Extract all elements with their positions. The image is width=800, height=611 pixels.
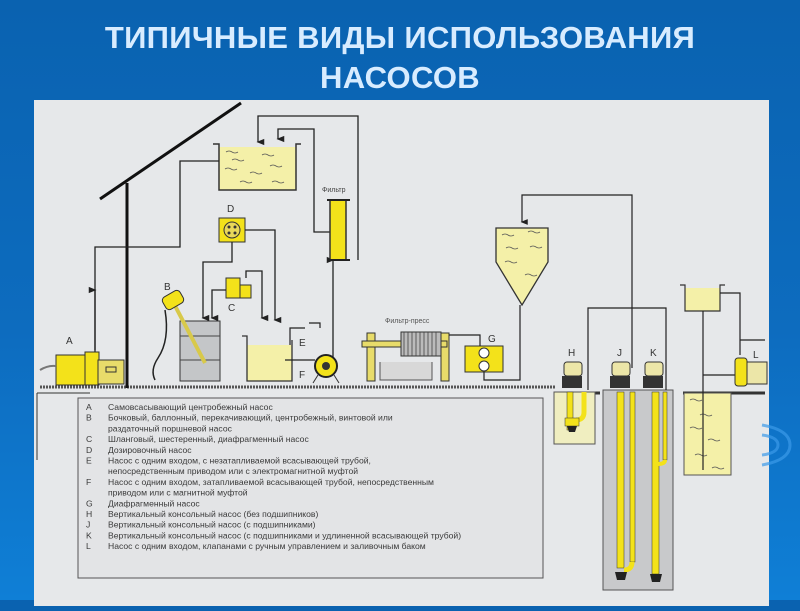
slide-title-line-1: ТИПИЧНЫЕ ВИДЫ ИСПОЛЬЗОВАНИЯ xyxy=(104,20,696,55)
label-l: L xyxy=(753,350,759,361)
legend-item: K Вертикальный консольный насос (с подшип… xyxy=(86,530,461,540)
legend-key: K xyxy=(86,530,92,540)
diagram-canvas: A B D C E F xyxy=(36,101,768,591)
filter-press-label: Фильтр-пресс xyxy=(385,318,430,325)
pump-usage-diagram: A B D C E F xyxy=(34,100,769,606)
slide-title: ТИПИЧНЫЕ ВИДЫ ИСПОЛЬЗОВАНИЯ НАСОСОВ xyxy=(0,18,800,98)
legend-description: Вертикальный консольный насос (без подши… xyxy=(108,509,318,519)
slide-title-line-2: НАСОСОВ xyxy=(320,60,480,95)
tank-l xyxy=(680,284,765,470)
legend-key: L xyxy=(86,541,91,551)
legend-description: раздаточный поршневой насос xyxy=(108,423,233,433)
legend-description: Насос с одним входом, с незатапливаемой … xyxy=(108,456,371,466)
pump-b: B xyxy=(152,282,221,382)
legend-key: C xyxy=(86,434,92,444)
pump-j: J xyxy=(610,348,631,388)
legend-key: D xyxy=(86,445,92,455)
pump-h: H xyxy=(562,348,583,388)
pump-d: D xyxy=(201,204,282,324)
legend-item: L Насос с одним входом, клапанами с ручны… xyxy=(86,541,426,551)
label-e: E xyxy=(299,338,306,349)
label-a: A xyxy=(66,336,73,347)
legend-description: Диафрагменный насос xyxy=(108,498,200,508)
tank-ef: E F xyxy=(242,327,315,382)
label-c: C xyxy=(228,303,235,314)
legend-description: Насос с одним входом, клапанами с ручным… xyxy=(108,541,426,551)
label-d: D xyxy=(227,204,234,215)
pit-h xyxy=(553,391,596,445)
legend-description: Самовсасывающий центробежный насос xyxy=(108,402,273,412)
legend-item: H Вертикальный консольный насос (без подш… xyxy=(86,509,318,519)
pump-k: K xyxy=(643,348,664,388)
pump-l: L xyxy=(734,350,768,387)
legend-description: Вертикальный консольный насос (с подшипн… xyxy=(108,530,461,540)
pump-f xyxy=(309,256,340,384)
roof xyxy=(99,101,242,388)
label-g: G xyxy=(488,334,496,345)
label-j: J xyxy=(617,348,622,359)
legend-item: E Насос с одним входом, с незатапливаемой… xyxy=(86,456,371,477)
legend-key: G xyxy=(86,498,93,508)
swirl-decoration-icon xyxy=(761,423,792,467)
filter-press: Фильтр-пресс xyxy=(361,318,450,382)
legend-key: A xyxy=(86,402,92,412)
pipes-top xyxy=(94,115,359,355)
top-tank xyxy=(213,143,301,191)
pit-jk xyxy=(602,389,674,591)
legend-item: A Самовсасывающий центробежный насос xyxy=(86,402,273,412)
filter-label: Фильтр xyxy=(322,187,346,194)
pump-a: A xyxy=(39,286,125,386)
label-b: B xyxy=(164,282,171,293)
legend-item: C Шланговый, шестеренный, диафрагменный н… xyxy=(86,434,309,444)
legend-item: B Бочковый, баллонный, перекачивающий, це… xyxy=(86,413,393,434)
legend-key: B xyxy=(86,413,92,423)
legend-key: H xyxy=(86,509,92,519)
legend-description: Вертикальный консольный насос (с подшипн… xyxy=(108,520,316,530)
legend-description: Бочковый, баллонный, перекачивающий, цен… xyxy=(108,413,393,423)
pipe-hk xyxy=(587,307,667,390)
legend-item: D Дозировочный насос xyxy=(86,445,192,455)
legend-description: непосредственным приводом или с электром… xyxy=(108,466,358,476)
legend-item: G Диафрагменный насос xyxy=(86,498,200,508)
legend-description: Насос с одним входом, затапливаемой всас… xyxy=(108,477,434,487)
legend-description: Дозировочный насос xyxy=(108,445,192,455)
legend-key: F xyxy=(86,477,91,487)
label-h: H xyxy=(568,348,575,359)
legend-description: приводом или с магнитной муфтой xyxy=(108,488,248,498)
pump-g: G xyxy=(449,305,521,381)
legend-description: Шланговый, шестеренный, диафрагменный на… xyxy=(108,434,309,444)
pit-l xyxy=(683,392,732,476)
hopper-tank xyxy=(495,194,633,368)
legend-item: J Вертикальный консольный насос (с подшип… xyxy=(86,520,316,530)
label-k: K xyxy=(650,348,657,359)
legend-key: J xyxy=(86,520,90,530)
pump-c: C xyxy=(210,270,269,322)
legend-item: F Насос с одним входом, затапливаемой вса… xyxy=(86,477,434,498)
legend-key: E xyxy=(86,456,92,466)
label-f: F xyxy=(299,370,305,381)
filter: Фильтр xyxy=(322,187,350,261)
